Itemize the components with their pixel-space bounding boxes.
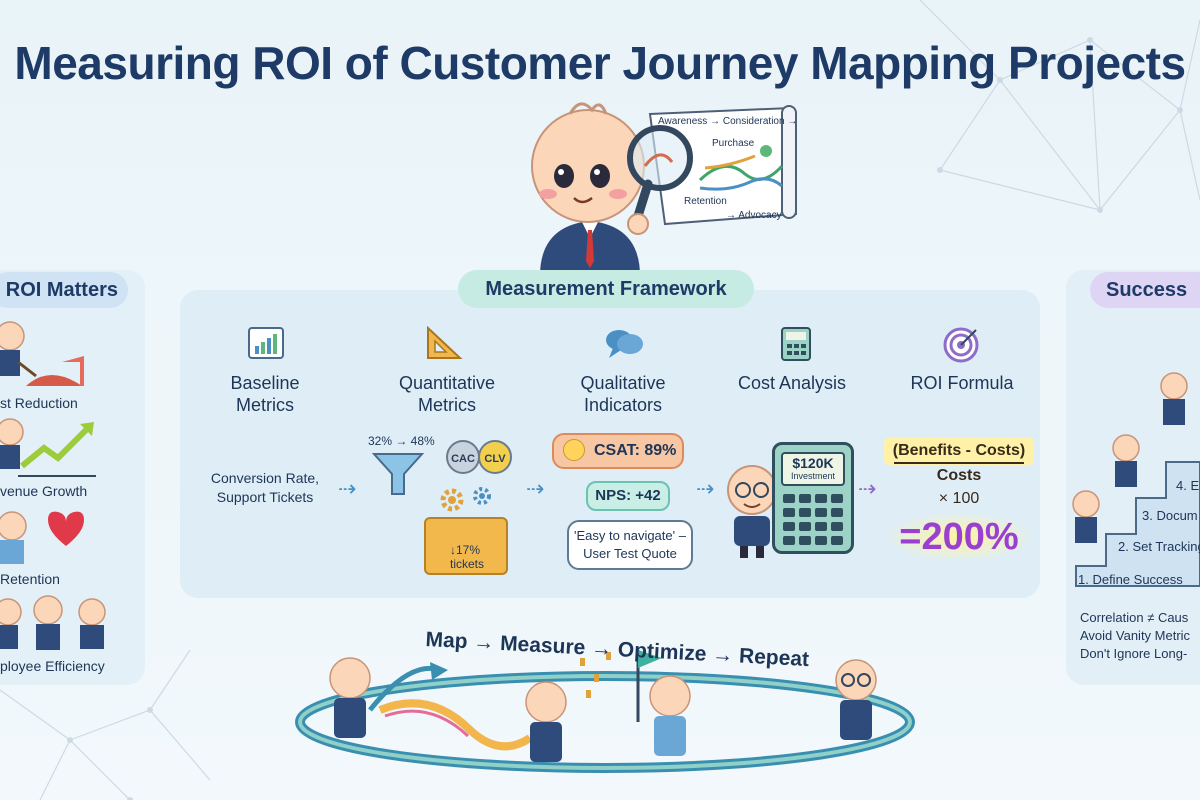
left-item-revenue-growth: venue Growth [0, 483, 88, 499]
column-title-quantitative-metrics: Quantitative Metrics [398, 373, 496, 415]
column-title-qualitative-indicators: Qualitative Indicators [580, 373, 666, 415]
pitfall-3: Don't Ignore Long- [1080, 646, 1188, 661]
journey-map-label-bottom-1: Retention [684, 196, 727, 207]
nps-bubble: NPS: +42 [586, 481, 670, 511]
calculator-icon [781, 327, 811, 361]
success-step-3: 3. Docum [1142, 508, 1198, 523]
success-heading: Success [1090, 272, 1200, 308]
clv-coin: CLV [478, 440, 512, 474]
calculator-key [831, 522, 843, 531]
measurement-framework-heading: Measurement Framework [458, 270, 754, 308]
calculator-key [799, 522, 811, 531]
calculator-key [831, 536, 843, 545]
calculator-key [799, 536, 811, 545]
investment-amount: $120K [792, 455, 834, 471]
formula-numerator: (Benefits - Costs) [884, 437, 1034, 465]
left-item-retention: Retention [0, 571, 60, 587]
calculator-key [815, 508, 827, 517]
calculator-key [783, 536, 795, 545]
calculator-key [783, 508, 795, 517]
left-item-employee-efficiency: ployee Efficiency [0, 658, 105, 674]
network-decoration-bottom-left [0, 650, 211, 800]
left-item-cost-reduction: st Reduction [0, 395, 78, 411]
gears-icon [440, 487, 491, 512]
calculator-key [815, 536, 827, 545]
bar-chart-icon [248, 327, 284, 359]
pitfall-2: Avoid Vanity Metric [1080, 628, 1191, 643]
roi-matters-heading: ROI Matters [0, 272, 128, 308]
success-step-1: 1. Define Success [1078, 572, 1183, 587]
smiley-icon [563, 439, 585, 461]
success-step-4: 4. E [1176, 478, 1200, 493]
cycle-loop-illustration [295, 650, 915, 773]
calculator-key [783, 494, 795, 503]
column-title-baseline-metrics: Baseline Metrics [230, 373, 300, 415]
employee-efficiency-illustration [0, 595, 106, 650]
success-step-2: 2. Set Tracking [1118, 539, 1200, 554]
pitfall-1: Correlation ≠ Caus [1080, 610, 1189, 625]
calculator-key [815, 522, 827, 531]
journey-map-label-bottom-2: → Advocacy [726, 210, 782, 221]
mascot-magnifier-illustration [531, 102, 798, 276]
formula-denominator: Costs [936, 467, 982, 484]
roi-result: =200% [884, 512, 1034, 562]
calculator-key [815, 494, 827, 503]
baseline-metrics-text: Conversion Rate, Support Tickets [210, 470, 320, 505]
revenue-growth-illustration [0, 418, 96, 477]
arrow-right-icon: ⇢ [858, 476, 877, 501]
calculator-screen: $120K Investment [781, 452, 845, 486]
success-staircase-illustration [1072, 372, 1200, 587]
page-title: Measuring ROI of Customer Journey Mappin… [14, 37, 1186, 89]
tickets-reduction-text: ↓17% tickets [450, 543, 485, 571]
investment-label: Investment [790, 471, 836, 481]
calculator-key [799, 494, 811, 503]
calculator-key [831, 494, 843, 503]
target-icon [943, 327, 979, 363]
ruler-triangle-icon [427, 326, 463, 359]
calculator-key [831, 508, 843, 517]
journey-map-label-top: Awareness → Consideration → [658, 116, 798, 127]
formula-multiplier: × 100 [938, 490, 980, 507]
retention-illustration [0, 511, 84, 564]
arrow-right-icon: ⇢ [338, 476, 357, 501]
calculator-key [783, 522, 795, 531]
column-title-cost-analysis: Cost Analysis [737, 373, 847, 393]
formula-divider [894, 462, 1024, 464]
arrow-right-icon: ⇢ [526, 476, 545, 501]
calculator-key [799, 508, 811, 517]
speech-bubbles-icon [606, 330, 643, 358]
network-decoration-top-right [919, 0, 1200, 213]
cost-reduction-illustration [0, 321, 84, 386]
funnel-icon [372, 453, 424, 495]
journey-map-label-mid: Purchase [712, 138, 755, 149]
arrow-right-icon: ⇢ [696, 476, 715, 501]
user-quote-bubble: 'Easy to navigate' – User Test Quote [567, 520, 693, 570]
tickets-box [424, 517, 508, 575]
cac-coin: CAC [446, 440, 480, 474]
column-title-roi-formula: ROI Formula [910, 373, 1014, 393]
conversion-change-text: 32% → 48% [368, 434, 435, 448]
